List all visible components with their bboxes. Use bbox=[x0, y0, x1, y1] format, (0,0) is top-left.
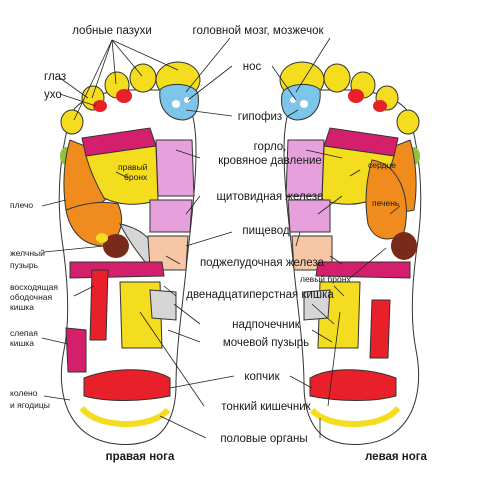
right-colon-vertical bbox=[89, 269, 109, 341]
label-genitals: половые органы bbox=[220, 433, 307, 445]
label-bladder: мочевой пузырь bbox=[223, 337, 309, 349]
label-small-intestine: тонкий кишечник bbox=[221, 401, 311, 413]
label-gallbladder-line1: желчный bbox=[10, 248, 45, 258]
label-left-foot: левая нога bbox=[365, 451, 428, 463]
left-colon-vertical bbox=[369, 299, 391, 359]
label-ascending-colon-line1: восходящая bbox=[10, 282, 58, 292]
label-duodenum: двенадцатиперстная кишка bbox=[186, 289, 334, 301]
left-toe-5 bbox=[396, 109, 420, 135]
left-adrenal-zone bbox=[303, 289, 331, 321]
label-adrenal: надпочечник bbox=[232, 319, 301, 331]
label-right-bronchus-line2: бронх bbox=[124, 172, 148, 182]
right-ear-zone bbox=[93, 100, 107, 112]
label-heart: сердце bbox=[368, 160, 396, 170]
right-eye-zone bbox=[116, 89, 132, 103]
label-pancreas: поджелудочная железа bbox=[200, 257, 325, 269]
label-ascending-colon-line2: ободочная bbox=[10, 292, 52, 302]
label-esophagus: пищевод bbox=[242, 225, 290, 237]
right-colon-band bbox=[69, 261, 165, 279]
left-thyroid-zone bbox=[287, 199, 331, 233]
left-coccyx-zone bbox=[309, 369, 397, 401]
label-right-foot: правая нога bbox=[106, 451, 175, 463]
right-toe-5 bbox=[60, 109, 84, 135]
label-coccyx: копчик bbox=[244, 371, 280, 383]
right-toe-2 bbox=[129, 63, 157, 93]
right-gallbladder-highlight bbox=[96, 233, 108, 243]
left-foot bbox=[279, 61, 422, 445]
label-pituitary: гипофиз bbox=[238, 111, 282, 123]
label-ascending-colon-line3: кишка bbox=[10, 302, 34, 312]
left-colon-band bbox=[315, 261, 411, 279]
left-throat-zone bbox=[285, 139, 325, 197]
left-spleen-zone bbox=[391, 232, 417, 260]
right-throat-zone bbox=[155, 139, 195, 197]
left-toe-2 bbox=[323, 63, 351, 93]
label-throat-line2: кровяное давление bbox=[218, 155, 322, 167]
right-liver-zone bbox=[65, 201, 122, 247]
label-cecum-line2: кишка bbox=[10, 338, 34, 348]
label-shoulder: плечо bbox=[10, 200, 33, 210]
right-gallbladder-zone bbox=[103, 234, 129, 258]
right-nose-dot bbox=[172, 100, 180, 108]
left-liver-zone bbox=[365, 159, 407, 240]
label-gallbladder-line2: пузырь bbox=[10, 260, 39, 270]
left-ear-zone bbox=[373, 100, 387, 112]
label-throat-line1: горло, bbox=[254, 141, 287, 153]
label-cecum-line1: слепая bbox=[10, 328, 38, 338]
labels: лобные пазухи головной мозг, мозжечок гл… bbox=[10, 25, 428, 463]
label-knee-line1: колено bbox=[10, 388, 38, 398]
right-cecum-zone bbox=[65, 327, 87, 373]
label-thyroid: щитовидная железа bbox=[216, 191, 324, 203]
right-genital-arc bbox=[79, 405, 171, 428]
label-eye: глаз bbox=[44, 71, 66, 83]
label-right-bronchus-line1: правый bbox=[118, 162, 148, 172]
label-knee-line2: и ягодицы bbox=[10, 400, 50, 410]
right-stomach-zone bbox=[119, 223, 151, 270]
label-brain-cerebellum: головной мозг, мозжечок bbox=[193, 25, 325, 37]
label-frontal-sinuses: лобные пазухи bbox=[72, 25, 152, 37]
right-thyroid-zone bbox=[149, 199, 193, 233]
leader-lines bbox=[41, 37, 401, 439]
right-nose-dot-2 bbox=[184, 97, 190, 103]
left-eye-zone bbox=[348, 89, 364, 103]
left-genital-arc bbox=[309, 405, 401, 428]
right-foot bbox=[58, 61, 201, 445]
left-nose-dot bbox=[300, 100, 308, 108]
label-nose: нос bbox=[243, 61, 262, 73]
label-ear: ухо bbox=[44, 89, 62, 101]
right-adrenal-zone bbox=[149, 289, 177, 321]
left-nose-dot-2 bbox=[290, 97, 296, 103]
label-liver: печень bbox=[372, 198, 400, 208]
label-left-bronchus: левый бронх bbox=[300, 274, 351, 284]
right-coccyx-zone bbox=[83, 369, 171, 401]
